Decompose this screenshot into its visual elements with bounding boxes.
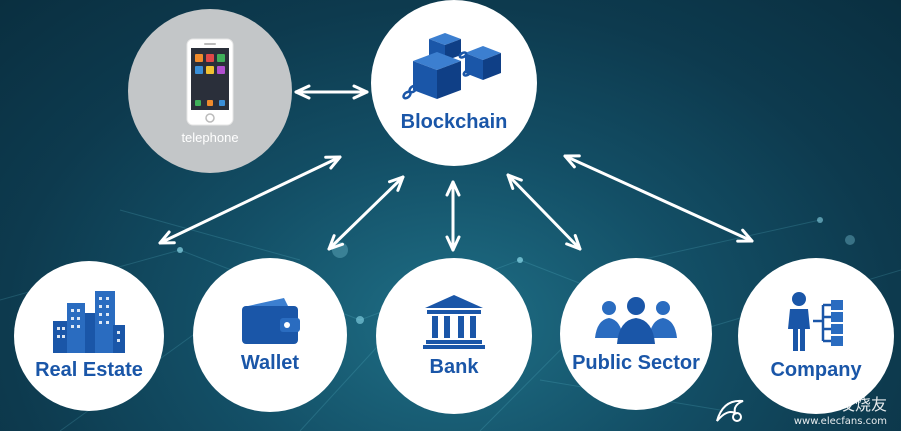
- telephone-node: telephone: [128, 9, 292, 173]
- arrow-blockchain-bank: [445, 180, 461, 252]
- watermark-logo-icon: [716, 399, 744, 422]
- public-sector-node: Public Sector: [560, 258, 712, 410]
- smartphone-icon: [186, 38, 234, 125]
- company-node: Company: [738, 258, 894, 414]
- wallet-node: Wallet: [193, 258, 347, 412]
- bank-node: Bank: [376, 258, 532, 414]
- blockchain-cubes-icon: [402, 32, 501, 99]
- arrow-blockchain-wallet: [327, 175, 405, 251]
- watermark-url: www.elecfans.com: [793, 416, 887, 427]
- buildings-icon: [53, 290, 125, 353]
- telephone-label: telephone: [181, 129, 239, 145]
- arrow-blockchain-real-estate: [158, 155, 342, 245]
- watermark-text: 电子发烧友: [806, 395, 887, 414]
- public-sector-label: Public Sector: [572, 351, 700, 374]
- company-label: Company: [770, 358, 862, 381]
- blockchain-node: Blockchain: [371, 0, 537, 166]
- real-estate-node: Real Estate: [14, 261, 164, 411]
- wallet-label: Wallet: [240, 351, 300, 374]
- wallet-icon: [242, 297, 300, 344]
- arrow-blockchain-public-sector: [506, 173, 582, 251]
- org-chart-icon: [788, 291, 843, 351]
- arrow-blockchain-company: [563, 154, 754, 243]
- real-estate-label: Real Estate: [35, 358, 143, 381]
- blockchain-label: Blockchain: [400, 110, 508, 133]
- people-group-icon: [595, 296, 677, 344]
- bank-icon: [423, 294, 485, 349]
- bank-label: Bank: [429, 355, 479, 378]
- arrow-telephone-blockchain: [294, 84, 369, 100]
